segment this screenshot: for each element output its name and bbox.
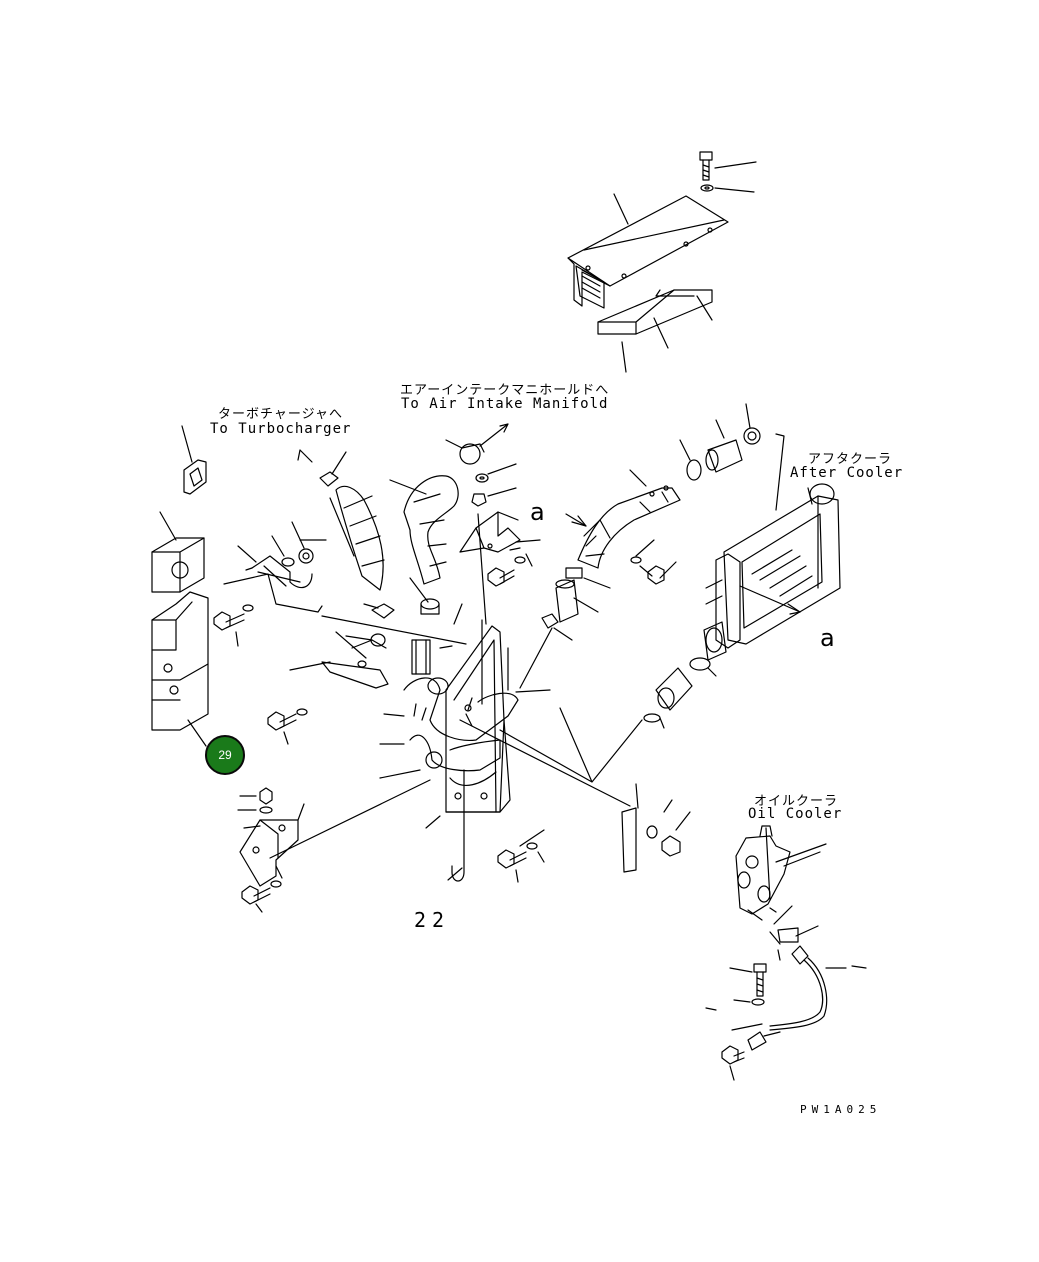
intake-manifold-label-en: To Air Intake Manifold — [401, 396, 609, 412]
after-cooler-label-jp: アフタクーラ — [808, 452, 893, 467]
drawing-code: PW1A025 — [800, 1103, 882, 1116]
oil-cooler-label-en: Oil Cooler — [748, 806, 843, 822]
after-cooler-label-en: After Cooler — [790, 465, 904, 481]
turbocharger-label-jp: ターボチャージャへ — [218, 407, 343, 422]
left-foam-blocks — [151, 425, 323, 747]
top-cover-assembly — [567, 151, 757, 373]
oil-cooler-label-jp: オイルクーラ — [754, 794, 839, 809]
turbo-pipe — [297, 449, 385, 591]
lower-left-bracket — [237, 779, 431, 913]
intake-pipe — [389, 423, 509, 615]
reference-a-upper: a — [530, 498, 546, 526]
part-number-22: 22 — [414, 908, 451, 932]
callout-number: 29 — [218, 748, 232, 762]
right-pipe-run — [519, 403, 761, 729]
oil-cooler-assembly — [705, 825, 867, 1081]
intake-manifold-label-jp: エアーインテークマニホールドへ — [400, 383, 610, 398]
upper-bracket — [459, 463, 541, 625]
central-bracket — [289, 539, 551, 883]
after-cooler — [703, 433, 841, 661]
part-callout-badge[interactable]: 29 — [205, 735, 245, 775]
reference-a-lower: a — [820, 624, 836, 652]
leader-lines — [459, 513, 691, 873]
turbocharger-label-en: To Turbocharger — [210, 421, 352, 437]
